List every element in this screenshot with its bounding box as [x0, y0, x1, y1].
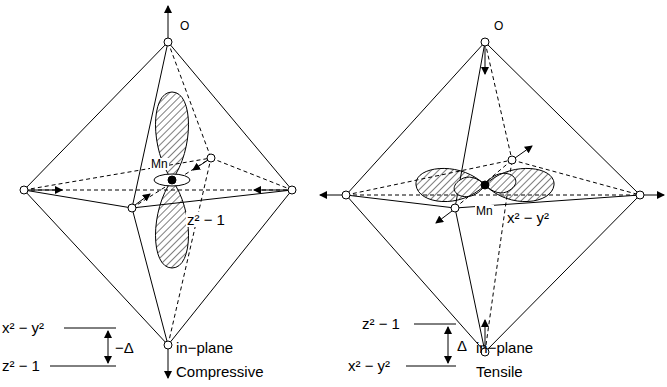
- orbital-label: z² − 1: [186, 212, 226, 227]
- splitting-label: Δ: [456, 338, 468, 353]
- strain-label: Compressive: [176, 364, 264, 379]
- strain-label: in−plane: [176, 340, 233, 355]
- strain-label: in−plane: [476, 340, 533, 355]
- level-label: x² − y²: [348, 358, 390, 373]
- orbital-label: x² − y²: [506, 210, 550, 225]
- atom-label: Mn: [150, 158, 169, 170]
- vertex-label: O: [180, 20, 189, 32]
- level-label: z² − 1: [2, 358, 40, 373]
- atom-label: Mn: [475, 205, 494, 217]
- splitting-label: −Δ: [114, 340, 135, 355]
- level-label: z² − 1: [362, 316, 400, 331]
- vertex-label: O: [494, 20, 503, 32]
- level-label: x² − y²: [2, 320, 44, 335]
- strain-label: Tensile: [476, 364, 523, 379]
